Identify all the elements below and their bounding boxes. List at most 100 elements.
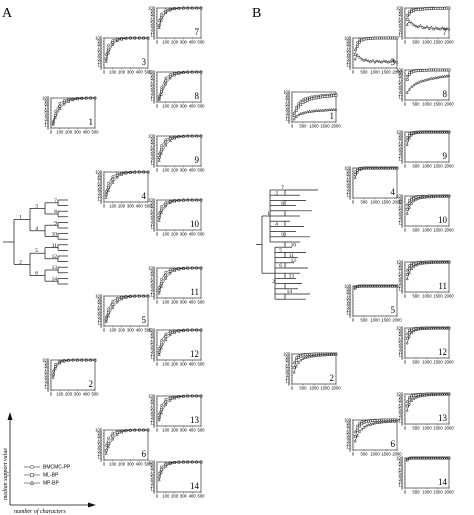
- y-tick-label: 70: [399, 14, 404, 19]
- point-mp-bp: [382, 166, 386, 170]
- legend-label: MP-BP: [43, 481, 60, 487]
- x-tick-label: 400: [136, 204, 144, 209]
- point-mp-bp: [364, 424, 368, 428]
- point-ml-bp: [111, 303, 115, 306]
- y-tick-label: 10: [98, 320, 103, 325]
- y-tick-label: 30: [45, 378, 50, 383]
- point-mp-bp: [173, 73, 177, 77]
- y-tick-label: 80: [399, 397, 404, 402]
- point-bmcmc-pp: [310, 95, 314, 99]
- y-tick-label: 100: [148, 197, 156, 202]
- point-mp-bp: [380, 166, 384, 170]
- point-mp-bp: [384, 284, 388, 288]
- x-tick-label: 300: [74, 392, 82, 397]
- point-ml-bp: [297, 356, 300, 359]
- point-ml-bp: [367, 37, 370, 40]
- point-mp-bp: [124, 429, 128, 433]
- point-mp-bp: [104, 320, 108, 324]
- plot-frame: [156, 329, 202, 361]
- y-tick-label: 90: [399, 394, 404, 399]
- x-tick-label: 1000: [422, 40, 432, 45]
- point-mp-bp: [445, 326, 449, 330]
- x-tick-label: 200: [171, 40, 179, 45]
- y-tick-label: 60: [399, 141, 404, 146]
- point-mp-bp: [353, 439, 357, 443]
- point-mp-bp: [447, 326, 451, 330]
- plot-number: 6: [391, 439, 396, 449]
- x-tick-label: 2000: [392, 200, 402, 205]
- point-mp-bp: [190, 328, 194, 332]
- point-mp-bp: [375, 420, 379, 424]
- point-mp-bp: [438, 194, 442, 198]
- point-mp-bp: [375, 59, 379, 63]
- y-tick-label: 60: [347, 47, 352, 52]
- point-ml-bp: [358, 424, 361, 428]
- y-tick-label: 70: [151, 336, 156, 341]
- point-mp-bp: [186, 198, 190, 202]
- point-ml-bp: [160, 282, 163, 285]
- x-tick-label: 300: [180, 232, 188, 237]
- point-mp-bp: [414, 24, 418, 28]
- point-mp-bp: [436, 456, 440, 460]
- y-tick-label: 90: [286, 354, 291, 359]
- y-tick-label: 80: [98, 299, 103, 304]
- y-tick-label: 0: [401, 223, 404, 228]
- point-mp-bp: [310, 109, 314, 113]
- x-tick-label: 1500: [433, 360, 443, 365]
- point-mp-bp: [395, 60, 399, 64]
- point-bmcmc-pp: [358, 421, 361, 425]
- point-mp-bp: [312, 354, 316, 358]
- point-mp-bp: [443, 194, 447, 198]
- y-tick-label: 50: [399, 406, 404, 411]
- point-mp-bp: [355, 284, 359, 288]
- y-tick-label: 60: [98, 439, 103, 444]
- point-ml-bp: [303, 100, 307, 103]
- point-bmcmc-pp: [405, 269, 409, 272]
- x-tick-label: 100: [56, 392, 64, 397]
- x-tick-label: 0: [404, 426, 407, 431]
- y-tick-label: 100: [396, 325, 404, 330]
- y-tick-label: 70: [399, 334, 404, 339]
- x-tick-label: 1500: [433, 164, 443, 169]
- point-mp-bp: [410, 266, 414, 270]
- y-tick-label: 30: [399, 346, 404, 351]
- point-mp-bp: [159, 92, 163, 96]
- y-tick-label: 100: [396, 193, 404, 198]
- plot-frame: [156, 395, 202, 427]
- point-mp-bp: [159, 210, 163, 214]
- point-ml-bp: [303, 353, 307, 357]
- point-ml-bp: [443, 7, 446, 10]
- y-tick-label: 70: [286, 360, 291, 365]
- point-mp-bp: [106, 51, 110, 55]
- point-ml-bp: [371, 419, 375, 422]
- point-ml-bp: [412, 9, 416, 12]
- x-tick-label: 0: [291, 124, 294, 129]
- point-ml-bp: [328, 94, 331, 98]
- point-mp-bp: [436, 26, 440, 30]
- point-mp-bp: [292, 370, 296, 374]
- point-mp-bp: [332, 352, 336, 356]
- x-tick-label: 400: [189, 40, 197, 45]
- y-tick-label: 40: [98, 311, 103, 316]
- tree-node-label: 8: [54, 209, 57, 215]
- point-mp-bp: [377, 420, 381, 424]
- x-tick-label: 200: [171, 104, 179, 109]
- point-mp-bp: [443, 392, 447, 396]
- y-tick-label: 0: [153, 357, 156, 362]
- point-mp-bp: [418, 196, 422, 200]
- point-mp-bp: [120, 297, 124, 301]
- point-bmcmc-pp: [405, 332, 409, 336]
- point-mp-bp: [195, 198, 199, 202]
- y-tick-label: 100: [148, 5, 156, 10]
- point-mp-bp: [75, 97, 79, 101]
- point-mp-bp: [355, 433, 359, 437]
- x-tick-label: 500: [145, 462, 153, 467]
- point-mp-bp: [115, 432, 119, 436]
- y-tick-label: 90: [399, 70, 404, 75]
- point-ml-bp: [299, 103, 303, 106]
- point-mp-bp: [181, 134, 185, 138]
- point-ml-bp: [301, 101, 305, 105]
- x-tick-label: 1500: [381, 70, 391, 75]
- point-ml-bp: [371, 37, 375, 40]
